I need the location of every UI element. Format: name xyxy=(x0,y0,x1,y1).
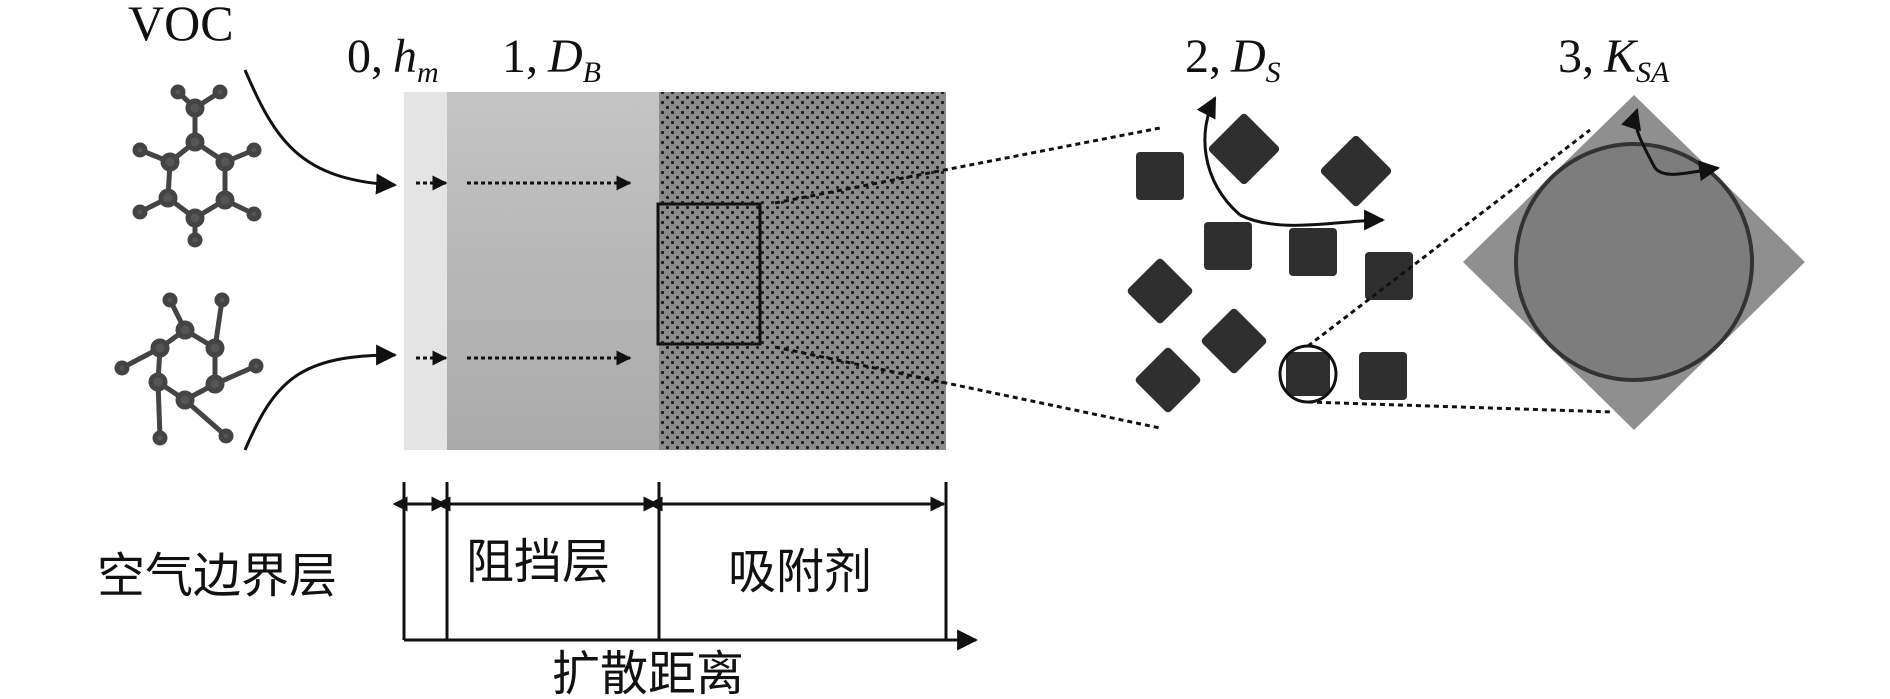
zoom-line-top xyxy=(774,126,1161,205)
sorption-arrow-right xyxy=(1653,160,1721,182)
voc-label: VOC xyxy=(128,0,234,51)
zoom-window xyxy=(656,202,762,346)
surface-diffusion-arrow-right xyxy=(1239,209,1386,231)
zoom-line2-bottom xyxy=(1307,400,1613,414)
zoom-line-bottom xyxy=(774,345,1161,430)
particle xyxy=(1204,222,1252,270)
zoom-particle-circle xyxy=(1514,142,1754,382)
particle xyxy=(1208,113,1280,185)
particle xyxy=(1365,252,1413,300)
adsorbent-band xyxy=(659,92,946,450)
barrier-layer-band xyxy=(447,92,659,450)
layer3-label: 3,KSA xyxy=(1558,30,1670,89)
particle xyxy=(1127,258,1193,324)
benzene-molecule-icon xyxy=(114,292,264,446)
barrier-layer-label: 阻挡层 xyxy=(466,536,610,589)
particle xyxy=(1289,228,1337,276)
particle xyxy=(1320,135,1392,207)
air-boundary-layer-label: 空气边界层 xyxy=(97,550,337,603)
flow-arrows xyxy=(416,175,632,366)
voc-inflow-arrow-top xyxy=(243,69,398,195)
distance-axis xyxy=(392,482,979,651)
particle xyxy=(1201,308,1267,374)
toluene-molecule-icon xyxy=(132,84,262,248)
particle xyxy=(1136,152,1184,200)
particle xyxy=(1359,352,1407,400)
particle xyxy=(1286,352,1330,396)
voc-inflow-arrow-bottom xyxy=(243,344,398,451)
layer1-label: 1,DB xyxy=(502,30,601,89)
air-boundary-layer-band xyxy=(404,92,447,450)
adsorbent-label: 吸附剂 xyxy=(728,546,872,599)
layer0-label: 0,hm xyxy=(347,30,439,89)
layer2-label: 2,DS xyxy=(1185,30,1281,89)
adsorbent-particles xyxy=(1127,113,1413,413)
surface-diffusion-arrow-up xyxy=(1196,96,1241,217)
sorption-arrow-up xyxy=(1621,108,1657,169)
diffusion-distance-label: 扩散距离 xyxy=(552,648,744,699)
particle xyxy=(1135,347,1201,413)
